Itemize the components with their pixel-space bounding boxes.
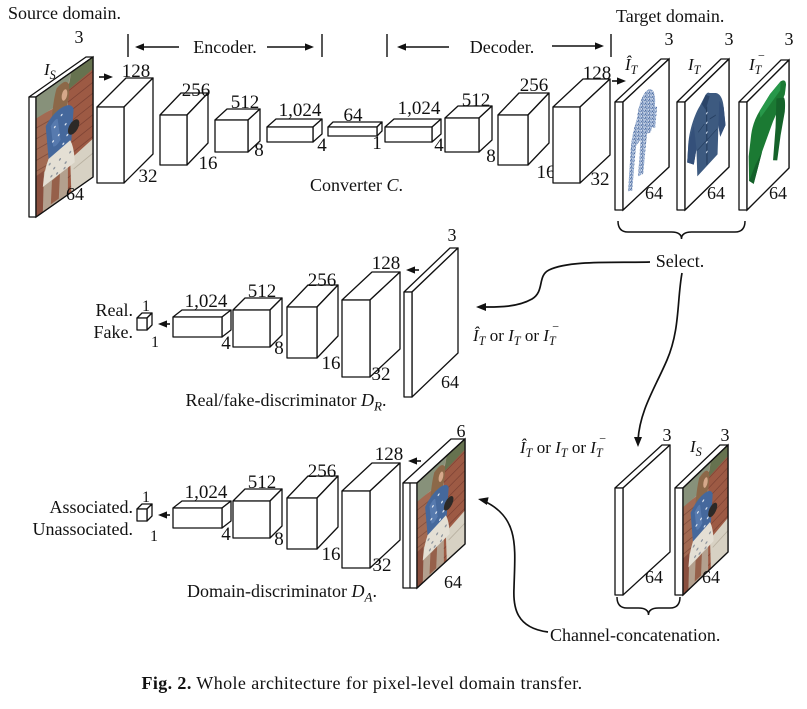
concat-label: Channel-concatenation.: [550, 625, 720, 645]
target-channels-1: 3: [725, 29, 734, 49]
target-domain-label: Target domain.: [616, 6, 724, 26]
encoder-box-size: 1: [372, 133, 382, 154]
rf-dim-top: 1: [142, 298, 150, 315]
decoder-box-size: 4: [434, 135, 444, 156]
rf-box-size: 16: [322, 353, 341, 374]
da-box-filters: 128: [375, 444, 404, 465]
decoder-box-filters: 1,024: [398, 98, 441, 119]
da-output-cube: [137, 504, 152, 521]
da-dim-bottom: 1: [150, 528, 158, 545]
encoder-box-size: 32: [139, 166, 158, 187]
da-discriminator-label: Domain-discriminator DA.: [187, 581, 377, 604]
encoder-box-filters: 1,024: [279, 100, 322, 121]
da-box-size: 32: [373, 555, 392, 576]
encoder-box-size: 8: [254, 140, 264, 161]
rf-box-filters: 512: [248, 281, 277, 302]
decoder-label: Decoder.: [470, 37, 534, 57]
da-dim-top: 1: [142, 489, 150, 506]
encoder-box-filters: 64: [344, 105, 364, 126]
da-box-size: 4: [221, 524, 231, 545]
rf-plane-size: 64: [441, 372, 459, 392]
decoder-box-filters: 128: [583, 63, 612, 84]
target-size-0: 64: [645, 183, 663, 203]
decoder-box-size: 32: [591, 169, 610, 190]
select-label: Select.: [656, 251, 704, 271]
unassociated-label: Unassociated.: [33, 519, 133, 539]
decoder-box-0: [385, 119, 441, 142]
rf-box-size: 8: [274, 338, 284, 359]
rf-plane-channels: 3: [448, 225, 457, 245]
encoder-box-size: 16: [199, 153, 218, 174]
rf-box-filters: 128: [372, 253, 401, 274]
encoder-box-filters: 512: [231, 92, 260, 113]
rf-box-filters: 256: [308, 270, 337, 291]
source-domain-label: Source domain.: [8, 3, 121, 23]
converter-label: Converter C.: [310, 175, 403, 195]
source-image-channels: 3: [75, 27, 84, 47]
da-box-size: 8: [274, 529, 284, 550]
encoder-box-size: 4: [317, 135, 327, 156]
encoder-label: Encoder.: [193, 37, 256, 57]
target-size-1: 64: [707, 183, 725, 203]
decoder-box-1: [445, 106, 492, 152]
caption-text: Whole architecture for pixel-level domai…: [192, 673, 583, 693]
rf-output-cube: [137, 313, 152, 330]
source-image-size: 64: [66, 184, 84, 204]
da-box-filters: 512: [248, 472, 277, 493]
da-box-size: 16: [322, 544, 341, 565]
encoder-box-3: [267, 119, 322, 142]
encoder-box-filters: 256: [182, 80, 211, 101]
rf-box-size: 4: [221, 333, 231, 354]
figure-caption: Fig. 2. Whole architecture for pixel-lev…: [141, 673, 582, 693]
encoder-box-filters: 128: [122, 61, 151, 82]
decoder-box-size: 8: [486, 146, 496, 167]
caption-tag: Fig. 2.: [141, 673, 191, 693]
encoder-box-2: [215, 109, 260, 152]
sel-plane0-channels: 3: [663, 425, 672, 445]
sel-plane1-channels: 3: [721, 425, 730, 445]
da-box-filters: 1,024: [185, 482, 228, 503]
target-channels-2: 3: [785, 29, 794, 49]
rf-discriminator-label: Real/fake-discriminator DR.: [186, 390, 387, 413]
target-size-2: 64: [769, 183, 787, 203]
da-plane-channels: 6: [457, 421, 466, 441]
da-plane-size: 64: [444, 572, 462, 592]
decoder-box-filters: 512: [462, 90, 491, 111]
rf-box-filters: 1,024: [185, 291, 228, 312]
da-box-filters: 256: [308, 461, 337, 482]
associated-label: Associated.: [50, 497, 133, 517]
target-channels-0: 3: [665, 29, 674, 49]
rf-box-size: 32: [372, 364, 391, 385]
sel-plane0-size: 64: [645, 567, 663, 587]
sel-plane1-size: 64: [702, 567, 720, 587]
decoder-box-filters: 256: [520, 75, 549, 96]
rf-dim-bottom: 1: [151, 334, 159, 351]
real-label: Real.: [96, 300, 134, 320]
fake-label: Fake.: [94, 322, 134, 342]
